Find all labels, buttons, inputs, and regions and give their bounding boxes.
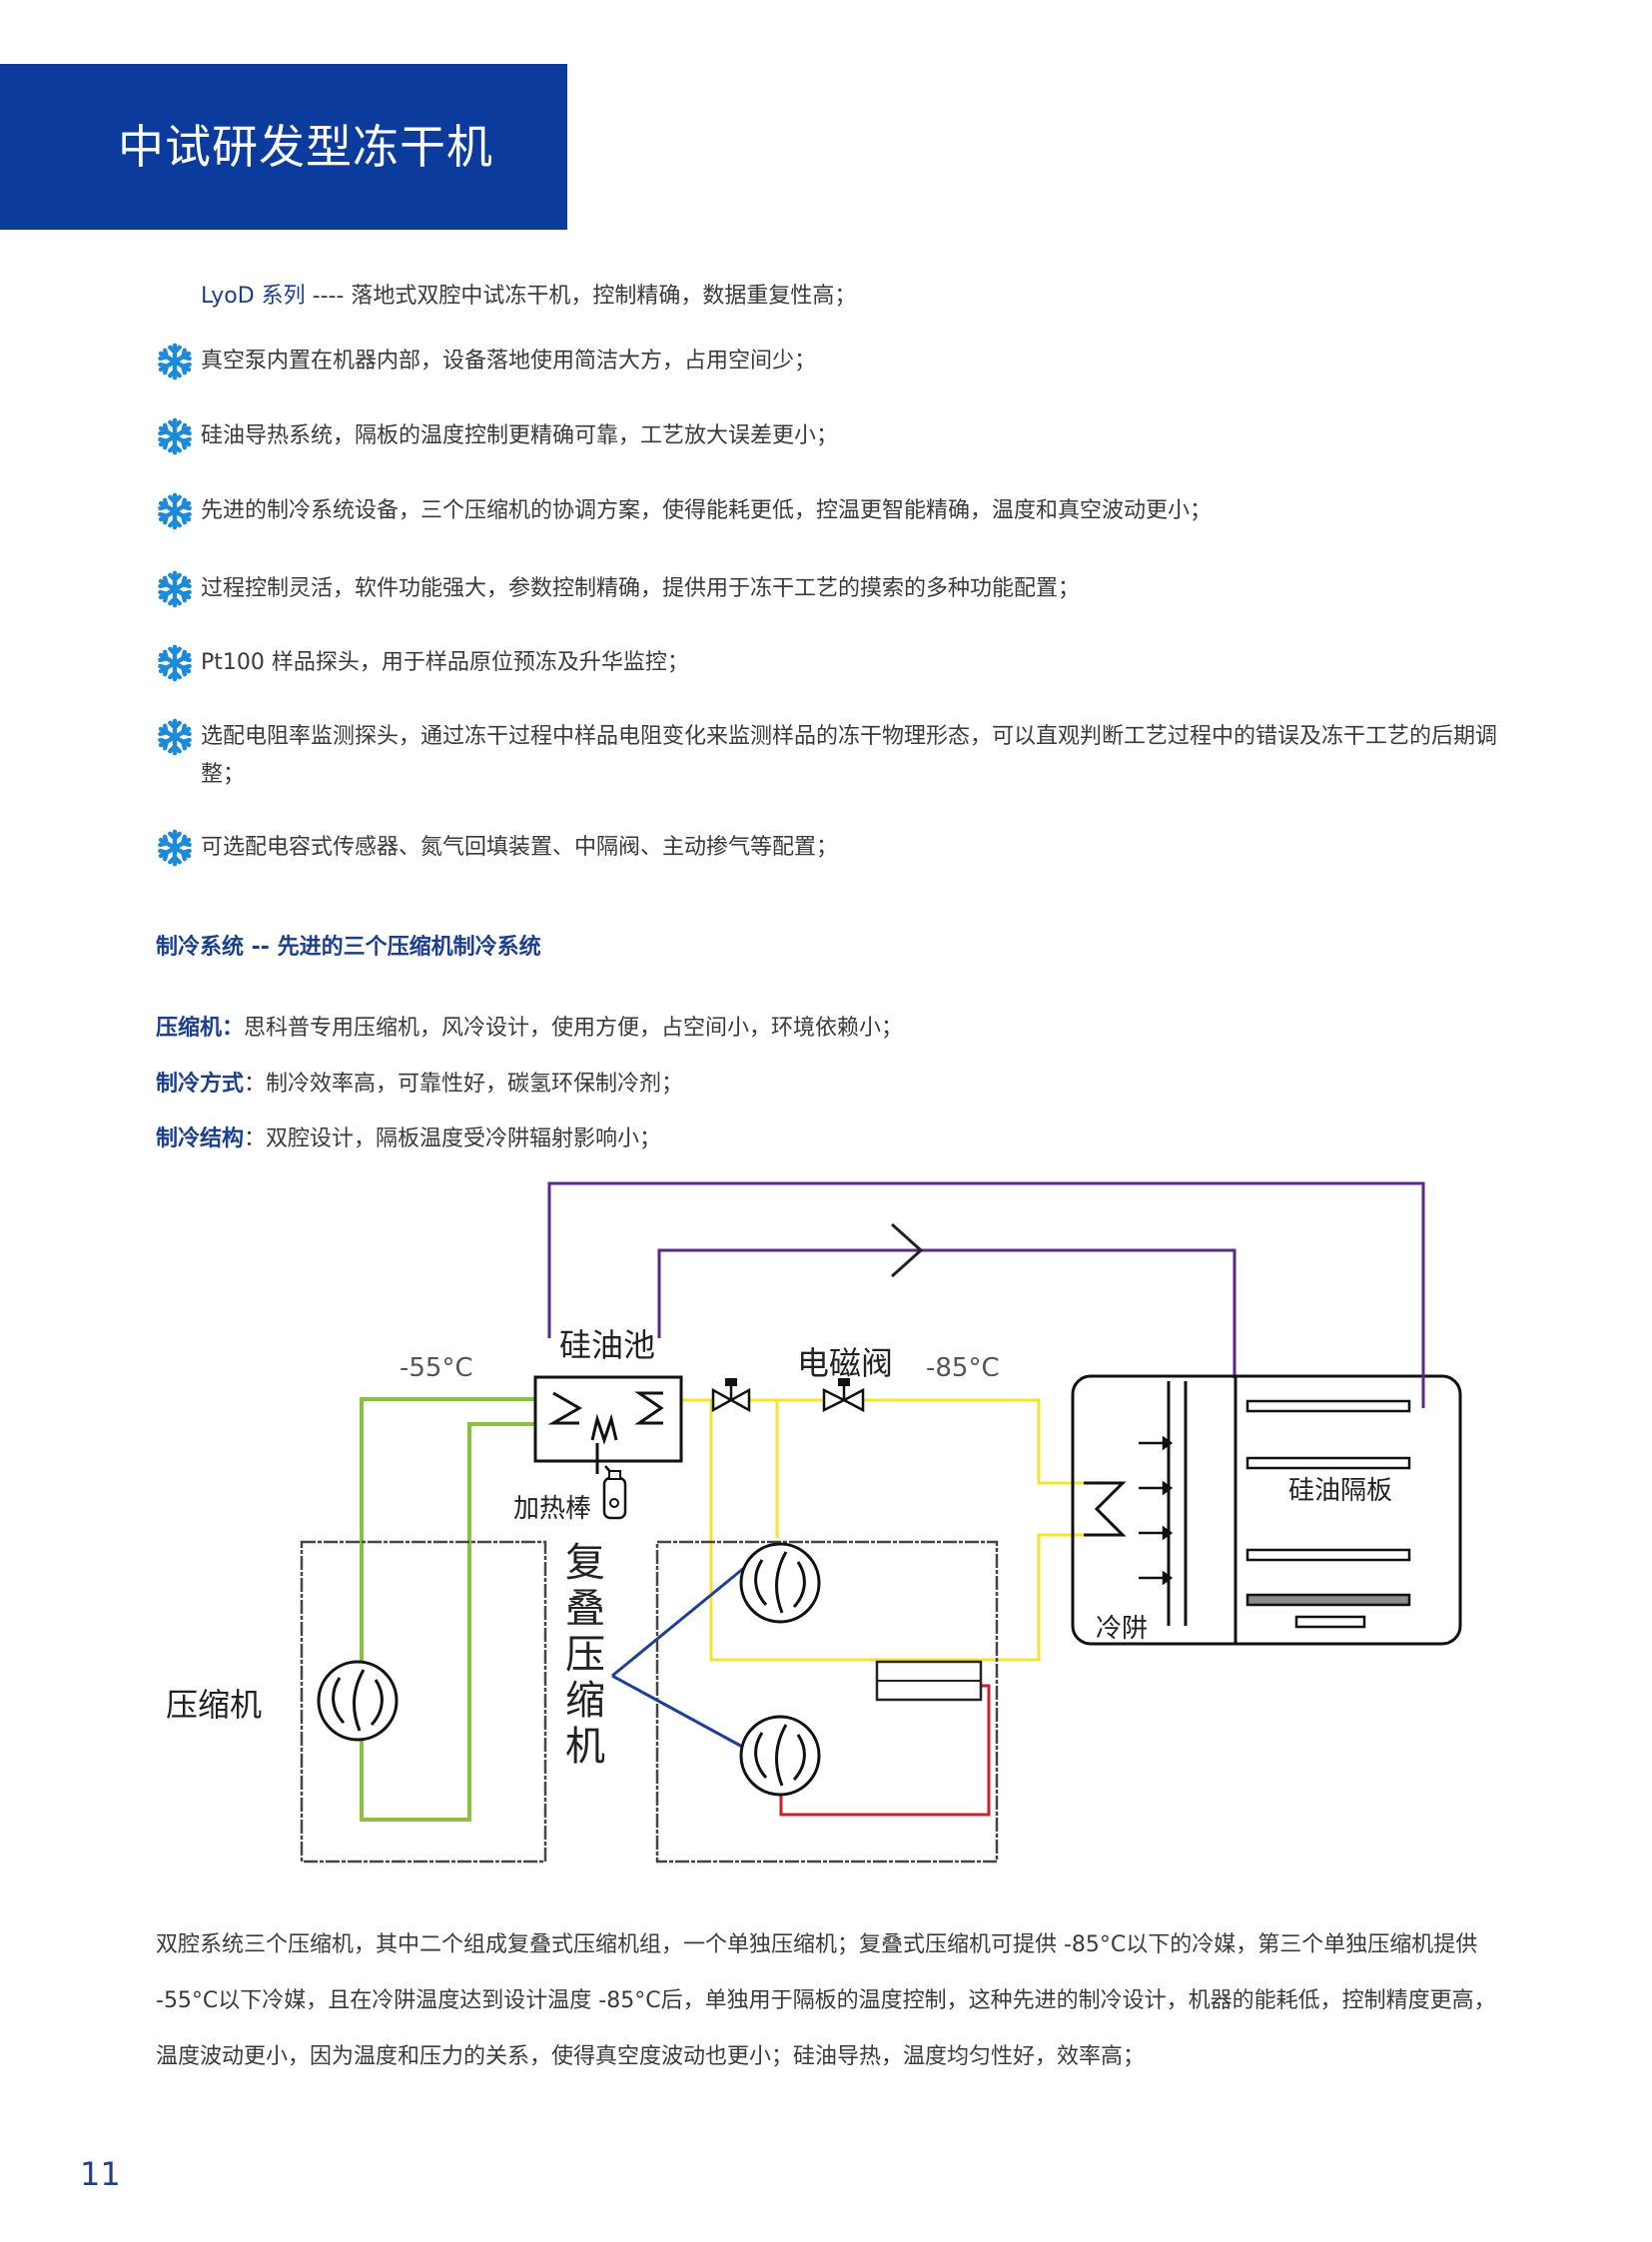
- link-line: [611, 1566, 745, 1678]
- header-banner: 中试研发型冻干机: [0, 64, 567, 230]
- feature-text: 先进的制冷系统设备，三个压缩机的协调方案，使得能耗更低，控温更智能精确，温度和真…: [201, 498, 1213, 523]
- heater-label: 加热棒: [513, 1494, 592, 1524]
- feature-text: Pt100 样品探头，用于样品原位预冻及升华监控；: [201, 650, 689, 675]
- series-name: LyoD 系列: [201, 284, 306, 309]
- temp-label-right: -85°C: [926, 1353, 1000, 1383]
- spec-line: 制冷方式：制冷效率高，可靠性好，碳氢环保制冷剂；: [156, 1069, 683, 1101]
- flow-arrow: [890, 1222, 924, 1278]
- pipe: [360, 1397, 535, 1822]
- spec-key: 制冷结构: [156, 1126, 245, 1151]
- pipe: [681, 1398, 1084, 1485]
- spec-key: 制冷方式: [156, 1072, 245, 1097]
- intro-line: LyoD 系列 ---- 落地式双腔中试冻干机，控制精确，数据重复性高；: [201, 280, 856, 314]
- compressor-label: 压缩机: [166, 1686, 263, 1724]
- compressor-housing-left: [300, 1540, 547, 1864]
- silicone-tank-label: 硅油池: [559, 1326, 656, 1364]
- intro-text: ---- 落地式双腔中试冻干机，控制精确，数据重复性高；: [305, 284, 857, 309]
- link-line: [611, 1674, 745, 1750]
- feature-text: 过程控制灵活，软件功能强大，参数控制精确，提供用于冻干工艺的摸索的多种功能配置；: [201, 576, 1081, 601]
- cascade-compressor-housing: [655, 1540, 999, 1864]
- cascade-compressor-label: 复叠压缩机: [565, 1540, 605, 1770]
- green-circuit: [360, 1397, 535, 1822]
- page-number: 11: [80, 2155, 121, 2193]
- compressor-icon: [739, 1542, 821, 1624]
- compressor-icon: [739, 1715, 821, 1797]
- solenoid-valve-icon: [822, 1378, 865, 1413]
- page-title: 中试研发型冻干机: [118, 120, 493, 174]
- feature-text: 可选配电容式传感器、氮气回填装置、中隔阀、主动掺气等配置；: [201, 835, 839, 860]
- purple-circuit: [547, 1181, 1425, 1378]
- spec-key: 压缩机：: [156, 1016, 245, 1041]
- temp-label-left: -55°C: [400, 1353, 473, 1383]
- spec-line: 制冷结构：双腔设计，隔板温度受冷阱辐射影响小；: [156, 1123, 661, 1155]
- blue-links: [611, 1566, 745, 1750]
- valve-icon: [711, 1378, 751, 1413]
- feature-text: 选配电阻率监测探头，通过冻干过程中样品电阻变化来监测样品的冻干物理形态，可以直观…: [201, 724, 1498, 787]
- feature-text: 真空泵内置在机器内部，设备落地使用简洁大方，占用空间少；: [201, 349, 817, 374]
- shelf-stack: [1245, 1399, 1411, 1629]
- spec-line: 压缩机：思科普专用压缩机，风冷设计，使用方便，占空间小，环境依赖小；: [156, 1013, 903, 1045]
- summary-paragraph: 双腔系统三个压缩机，其中二个组成复叠式压缩机组，一个单独压缩机；复叠式压缩机可提…: [156, 1932, 1496, 2069]
- pipe: [547, 1181, 1425, 1362]
- spec-value: ：双腔设计，隔板温度受冷阱辐射影响小；: [244, 1126, 662, 1151]
- cold-trap-label: 冷阱: [1096, 1614, 1149, 1644]
- chamber: [1071, 1362, 1462, 1646]
- feature-text: 硅油导热系统，隔板的温度控制更精确可靠，工艺放大误差更小；: [201, 423, 839, 448]
- yellow-circuit: [681, 1398, 1084, 1662]
- spec-value: 思科普专用压缩机，风冷设计，使用方便，占空间小，环境依赖小；: [244, 1016, 904, 1041]
- heater-icon: [602, 1470, 627, 1520]
- solenoid-valve-label: 电磁阀: [797, 1344, 894, 1382]
- pipe: [709, 1400, 1084, 1662]
- pipe: [657, 1248, 1237, 1378]
- silicone-oil-tank: [533, 1375, 683, 1491]
- compressor-icon: [317, 1660, 399, 1742]
- section-title: 制冷系统 -- 先进的三个压缩机制冷系统: [156, 935, 541, 960]
- spec-value: ：制冷效率高，可靠性好，碳氢环保制冷剂；: [244, 1072, 684, 1097]
- shelf-label: 硅油隔板: [1285, 1470, 1396, 1507]
